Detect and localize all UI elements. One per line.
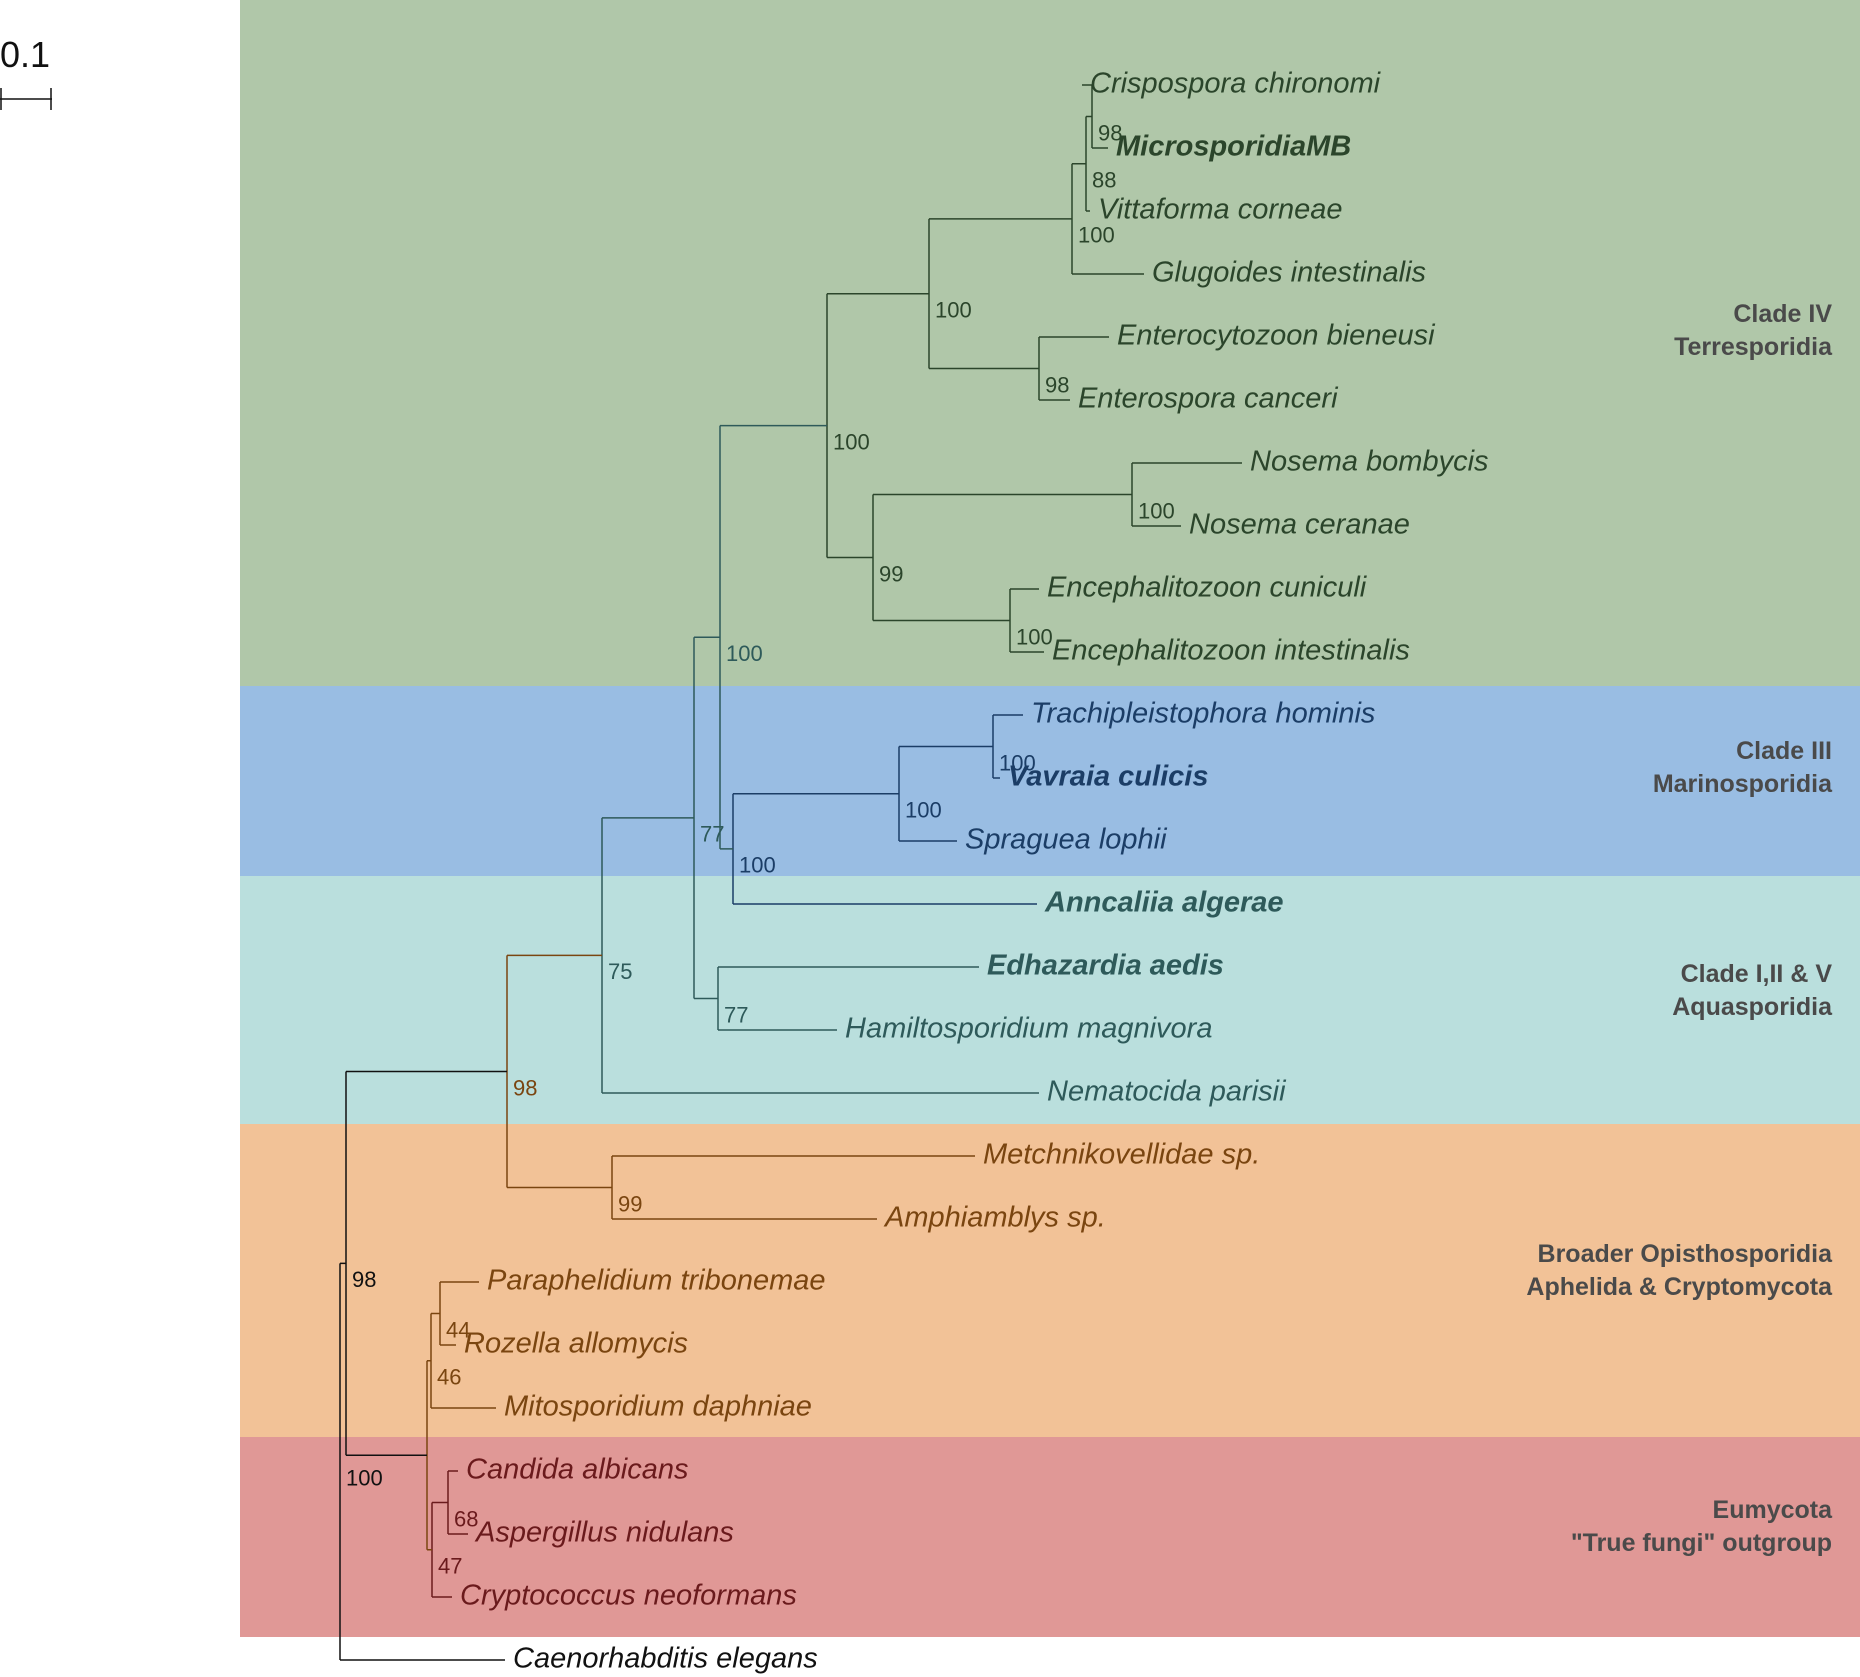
support-value-label: 100 <box>739 853 776 878</box>
taxon-label: Spraguea lophii <box>965 824 1168 856</box>
clade-iv-name: Clade IV <box>1733 300 1832 328</box>
taxon-label: Candida albicans <box>466 1454 688 1486</box>
taxon-label: Aspergillus nidulans <box>474 1517 734 1549</box>
clade-label-eumycota: Eumycota "True fungi" outgroup <box>1332 1494 1832 1560</box>
clade-label-clade-iii: Clade III Marinosporidia <box>1332 735 1832 801</box>
support-value-label: 44 <box>446 1317 470 1342</box>
support-value-label: 68 <box>454 1506 478 1531</box>
taxon-label: Nematocida parisii <box>1047 1076 1287 1108</box>
support-value-label: 100 <box>726 641 763 666</box>
taxon-label: Trachipleistophora hominis <box>1031 698 1375 730</box>
taxon-label: Cryptococcus neoformans <box>460 1580 797 1612</box>
support-value-label: 99 <box>618 1191 642 1216</box>
support-value-label: 77 <box>700 822 724 847</box>
support-value-label: 98 <box>352 1267 376 1292</box>
taxon-label: Rozella allomycis <box>464 1328 688 1360</box>
taxon-label: Vittaforma corneae <box>1098 194 1343 226</box>
support-value-label: 88 <box>1092 168 1116 193</box>
support-value-label: 100 <box>935 298 972 323</box>
support-value-label: 98 <box>1098 120 1122 145</box>
taxon-label: Encephalitozoon cuniculi <box>1047 572 1368 604</box>
support-value-label: 46 <box>437 1365 461 1390</box>
taxon-label: Glugoides intestinalis <box>1152 257 1426 289</box>
support-value-label: 100 <box>905 798 942 823</box>
taxon-label: Nosema bombycis <box>1250 446 1489 478</box>
support-value-label: 75 <box>608 959 632 984</box>
aquasporidia-band <box>240 876 1860 1124</box>
eumycota-subtitle: "True fungi" outgroup <box>1570 1529 1832 1557</box>
taxon-label: MicrosporidiaMB <box>1116 131 1351 163</box>
clade-iii-name: Clade III <box>1736 737 1832 765</box>
taxon-label: Anncaliia algerae <box>1044 887 1284 919</box>
eumycota-name: Eumycota <box>1712 1496 1832 1524</box>
aquasporidia-name: Clade I,II & V <box>1680 960 1832 988</box>
opisthosporidia-subtitle: Aphelida & Cryptomycota <box>1526 1273 1832 1301</box>
support-value-label: 98 <box>513 1075 537 1100</box>
clade-iv-band <box>240 0 1860 686</box>
taxon-label: Metchnikovellidae sp. <box>983 1139 1260 1171</box>
taxon-label: Caenorhabditis elegans <box>513 1643 818 1675</box>
support-value-label: 100 <box>1138 498 1175 523</box>
support-value-label: 77 <box>724 1002 748 1027</box>
support-value-label: 99 <box>879 561 903 586</box>
eumycota-band <box>240 1437 1860 1637</box>
support-value-label: 100 <box>999 750 1036 775</box>
taxon-label: Enterospora canceri <box>1078 383 1339 415</box>
taxon-label: Edhazardia aedis <box>987 950 1224 982</box>
aquasporidia-subtitle: Aquasporidia <box>1672 993 1832 1021</box>
scale-bar-label: 0.1 <box>0 34 51 75</box>
support-value-label: 98 <box>1045 372 1069 397</box>
taxon-label: Enterocytozoon bieneusi <box>1117 320 1436 352</box>
clade-label-opisthosporidia: Broader Opisthosporidia Aphelida & Crypt… <box>1332 1238 1832 1304</box>
taxon-label: Mitosporidium daphniae <box>504 1391 812 1423</box>
clade-iv-subtitle: Terresporidia <box>1674 333 1832 361</box>
taxon-label: Paraphelidium tribonemae <box>487 1265 826 1297</box>
support-value-label: 100 <box>1016 624 1053 649</box>
taxon-label: Amphiamblys sp. <box>883 1202 1106 1234</box>
support-value-label: 47 <box>438 1554 462 1579</box>
support-value-label: 100 <box>1078 223 1115 248</box>
clade-label-aquasporidia: Clade I,II & V Aquasporidia <box>1332 958 1832 1024</box>
clade-iii-subtitle: Marinosporidia <box>1652 770 1832 798</box>
taxon-label: Nosema ceranae <box>1189 509 1410 541</box>
clade-label-clade-iv: Clade IV Terresporidia <box>1332 298 1832 364</box>
clade-iii-band <box>240 686 1860 876</box>
opisthosporidia-band <box>240 1124 1860 1437</box>
taxon-label: Crispospora chironomi <box>1090 68 1382 100</box>
taxon-label: Vavraia culicis <box>1008 761 1208 793</box>
taxon-label: Encephalitozoon intestinalis <box>1052 635 1410 667</box>
taxon-label: Hamiltosporidium magnivora <box>845 1013 1212 1045</box>
support-value-label: 100 <box>346 1465 383 1490</box>
opisthosporidia-name: Broader Opisthosporidia <box>1537 1240 1832 1268</box>
support-value-label: 100 <box>833 429 870 454</box>
